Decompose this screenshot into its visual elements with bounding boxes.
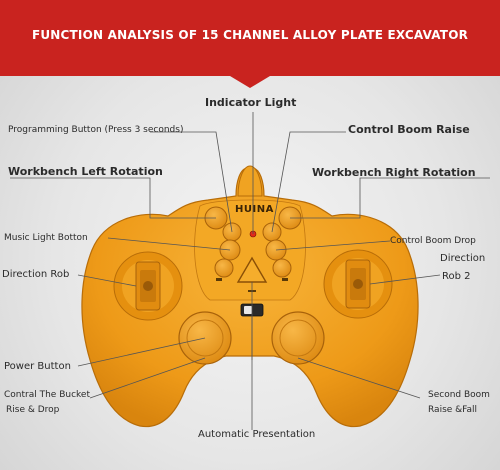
label-second-boom-line1: Second Boom: [428, 390, 490, 400]
label-control-boom-drop: Control Boom Drop: [390, 236, 476, 246]
banner-notch: [230, 76, 270, 88]
label-automatic-presentation: Automatic Presentation: [198, 429, 316, 440]
label-power-button: Power Button: [4, 361, 71, 372]
label-programming-button: Programming Button (Press 3 seconds): [8, 125, 184, 135]
label-music-light-button: Music Light Botton: [4, 233, 88, 243]
label-second-boom-line2: Raise &Fall: [428, 405, 478, 415]
title-banner: FUNCTION ANALYSIS OF 15 CHANNEL ALLOY PL…: [0, 0, 500, 76]
banner-title: FUNCTION ANALYSIS OF 15 CHANNEL ALLOY PL…: [31, 28, 469, 42]
label-direction-rob2-line1: Direction: [440, 253, 486, 264]
label-indicator-light: Indicator Light: [205, 96, 297, 109]
label-direction-rob: Direction Rob: [2, 269, 70, 280]
left-joystick[interactable]: [113, 251, 183, 321]
second-boom-button[interactable]: [271, 311, 325, 365]
label-bucket-line2: Rise & Drop: [6, 405, 60, 415]
label-direction-rob2-line2: Rob 2: [442, 271, 471, 282]
label-workbench-left-rotation: Workbench Left Rotation: [8, 165, 163, 178]
side-button-right[interactable]: [272, 258, 292, 278]
right-joystick[interactable]: [323, 249, 393, 319]
brand-logo: HUINA: [235, 204, 274, 215]
label-workbench-right-rotation: Workbench Right Rotation: [312, 166, 476, 179]
label-control-boom-raise: Control Boom Raise: [348, 123, 470, 136]
leader-lines: [10, 112, 490, 430]
side-button-left[interactable]: [214, 258, 234, 278]
label-bucket-line1: Contral The Bucket: [4, 390, 90, 400]
